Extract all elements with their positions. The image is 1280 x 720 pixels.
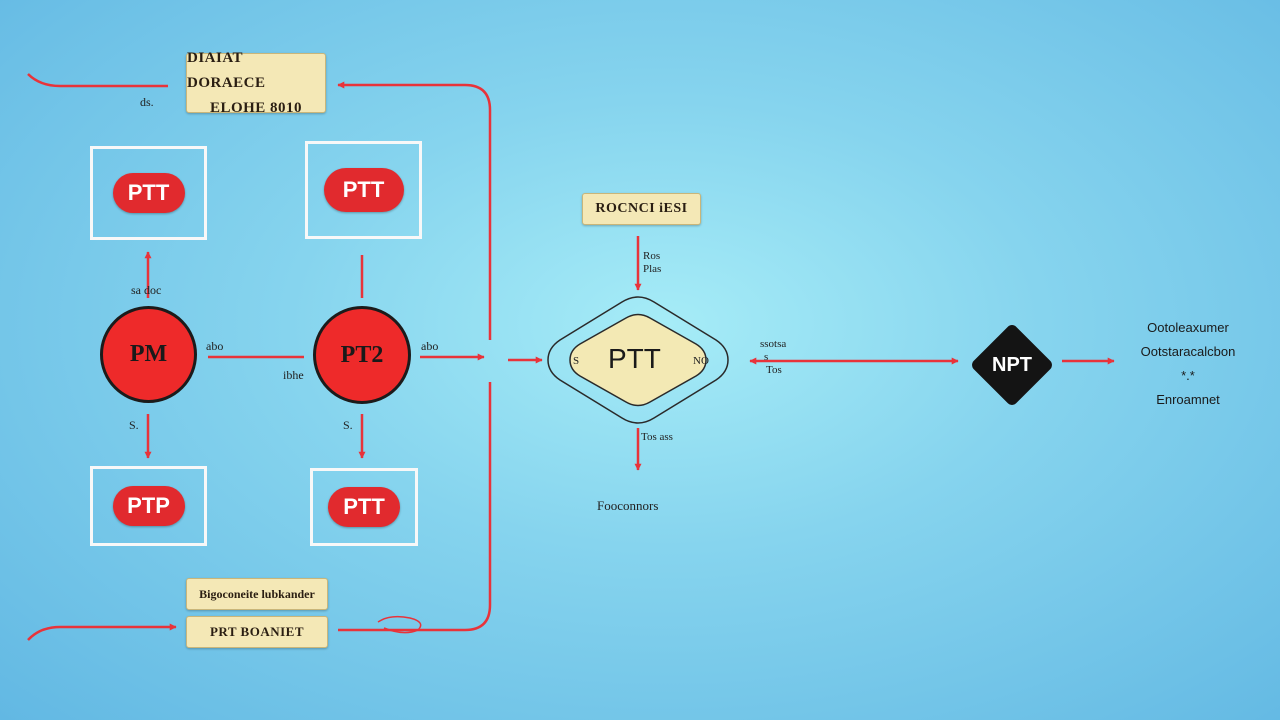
diamond-left-tag: S — [573, 355, 580, 367]
diamond-main-text[interactable]: PTT — [608, 343, 661, 374]
box-bottom-left[interactable]: PTP — [90, 466, 207, 546]
edge-bottom-squiggle — [377, 615, 422, 634]
center-in-note-line1: Ros — [643, 250, 661, 262]
note-mid-down: S. — [343, 418, 353, 432]
diamond-bottom-text: Fooconnors — [597, 498, 659, 513]
center-in-note: Ros Plas — [643, 250, 661, 276]
edge-feedback-top — [337, 81, 492, 340]
pill-top-left: PTT — [112, 173, 185, 213]
box-top-mid[interactable]: PTT — [305, 141, 422, 239]
pill-bottom-left: PTP — [112, 486, 185, 526]
edge-top-left-lead — [27, 73, 168, 88]
right-text-line2: Ootstaracalcbon — [1140, 344, 1236, 359]
arrow-note: ssotsa s Tos — [760, 338, 786, 377]
center-in-note-line2: Plas — [643, 263, 662, 275]
arrow-note-line3: Tos — [766, 364, 782, 376]
bottom-label-upper: Bigoconeite lubkander — [186, 578, 328, 610]
arrow-note-line1: ssotsa — [760, 338, 787, 350]
node-npt-label: NPT — [992, 353, 1032, 376]
edge-bottom-lead — [27, 623, 177, 641]
top-label-line1: DIAIAT DORAECE — [187, 49, 266, 91]
right-text-block: Ootoleaxumer Ootstaracalcbon *.* Enroamn… — [1118, 316, 1258, 412]
right-text-line3: *.* — [1181, 368, 1195, 383]
top-label-line2: ELOHE 8010 — [209, 99, 303, 116]
bottom-label-lower: PRT BOANIET — [186, 616, 328, 648]
node-pm[interactable]: PM — [100, 306, 197, 403]
box-top-left[interactable]: PTT — [90, 146, 207, 240]
decision-diamond-outer — [547, 296, 729, 424]
note-between-bottom: ibhe — [283, 368, 304, 382]
diamond-right-tag: NO — [693, 355, 709, 367]
top-label: DIAIAT DORAECE ELOHE 8010 — [186, 50, 326, 116]
note-between-top: abo — [206, 339, 224, 353]
center-label: ROCNCI iESI — [582, 193, 701, 225]
note-left-down: S. — [129, 418, 139, 432]
pill-top-mid: PTT — [323, 168, 404, 212]
top-left-note: ds. — [140, 95, 154, 109]
arrow-note-line2: s — [764, 351, 769, 363]
decision-diamond-inner — [569, 313, 707, 407]
node-pt2[interactable]: PT2 — [313, 306, 411, 404]
box-bottom-mid[interactable]: PTT — [310, 468, 418, 546]
pill-bottom-mid: PTT — [328, 487, 400, 527]
edge-feedback-bottom — [338, 382, 492, 632]
note-mid-right: abo — [421, 339, 439, 353]
note-left-up: sa doc — [131, 283, 162, 297]
right-text-line4: Enroamnet — [1156, 392, 1220, 407]
right-text-line1: Ootoleaxumer — [1147, 320, 1229, 335]
diamond-down-note: Tos ass — [641, 431, 673, 443]
